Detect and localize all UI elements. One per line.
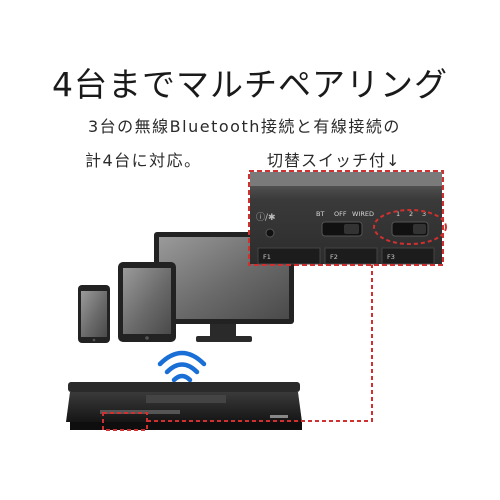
fkey-f2: F2 (330, 253, 338, 261)
switch-zoom-panel: ⓘ/✱ BT OFF WIRED 1 2 3 F1 F2 F3 (250, 172, 447, 265)
bt-label: BT (316, 210, 324, 218)
zoom-panel-frame (248, 170, 444, 266)
keyboard-icon (66, 382, 302, 430)
svg-text:ⓘ/✱: ⓘ/✱ (256, 212, 276, 223)
description-line-1: 3台の無線Bluetooth接続と有線接続の (88, 117, 401, 136)
channel-switch-highlight (373, 209, 447, 245)
fkey-f3: F3 (387, 253, 395, 261)
smartphone-icon (78, 285, 110, 343)
headline: 4台までマルチペアリング (52, 65, 448, 104)
tablet-icon (118, 262, 176, 342)
description-line-2: 計4台に対応。 (85, 151, 202, 170)
off-label: OFF (334, 210, 347, 218)
wired-label: WIRED (352, 210, 374, 218)
channel-3-label: 3 (422, 210, 426, 218)
channel-1-label: 1 (396, 210, 400, 218)
wireless-signal-icon (157, 350, 207, 383)
callout-connector-line (147, 265, 373, 422)
fkey-f1: F1 (263, 253, 271, 261)
switch-note: 切替スイッチ付↓ (267, 151, 401, 170)
channel-2-label: 2 (409, 210, 413, 218)
